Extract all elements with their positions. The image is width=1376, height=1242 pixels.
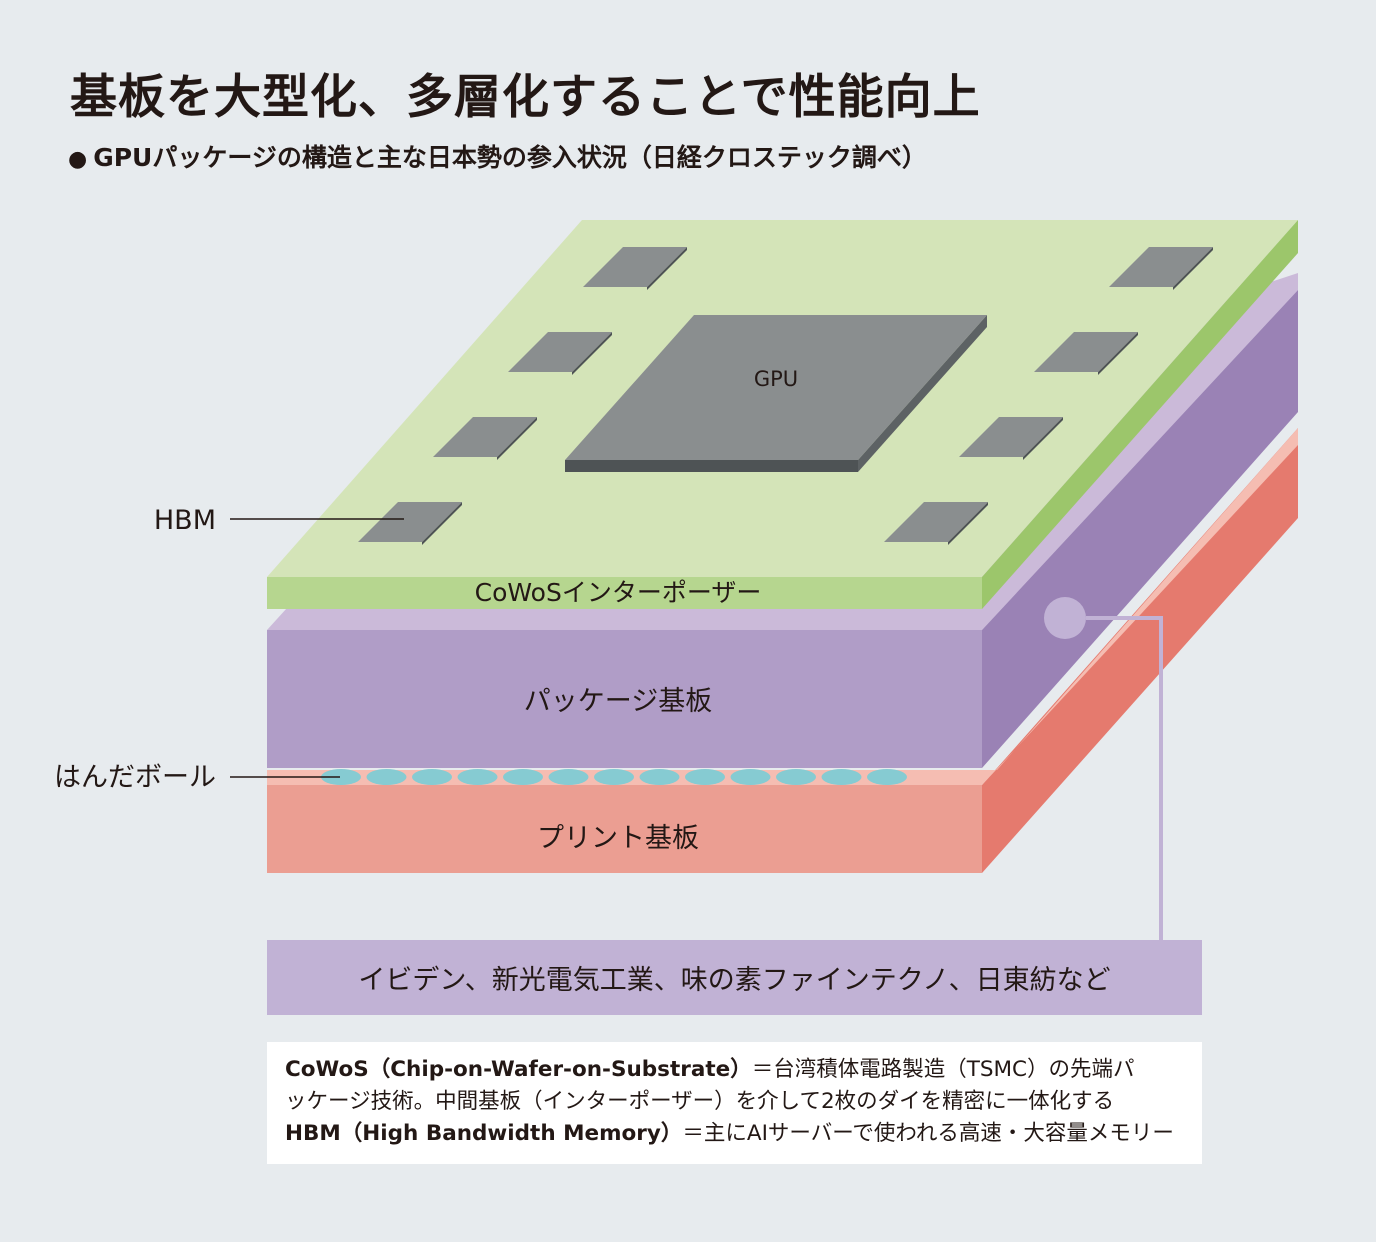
solder-balls: [321, 769, 907, 785]
solder-ball: [412, 769, 452, 785]
note-cowos-line-1: CoWoS（Chip-on-Wafer-on-Substrate）＝台湾積体電路…: [285, 1054, 1184, 1086]
note-cowos-definition-2: ッケージ技術。中間基板（インターポーザー）を介して2枚のダイを精密に一体化する: [285, 1089, 1115, 1114]
callout-dot: [1044, 597, 1086, 639]
bullet-icon: ●: [68, 147, 88, 172]
package-side: [982, 290, 1298, 768]
hbm-chip-edge: [1023, 417, 1063, 460]
solder-ball: [639, 769, 680, 785]
gpu-chip-side: [858, 315, 987, 472]
pcb-label: プリント基板: [537, 823, 699, 854]
pcb-layer: [267, 428, 1298, 873]
solder-ball: [503, 769, 543, 785]
hbm-chip: [959, 417, 1063, 457]
solder-ball: [594, 769, 634, 785]
package-label: パッケージ基板: [524, 686, 712, 717]
solder-label: はんだボール: [54, 762, 216, 793]
note-hbm-line: HBM（High Bandwidth Memory）＝主にAIサーバーで使われる…: [285, 1118, 1184, 1150]
hbm-chip-edge: [647, 247, 687, 290]
page-subtitle: ●GPUパッケージの構造と主な日本勢の参入状況（日経クロステック調べ）: [68, 138, 927, 174]
solder-ball: [548, 769, 589, 785]
solder-ball: [867, 769, 907, 785]
page-title: 基板を大型化、多層化することで性能向上: [70, 70, 981, 125]
hbm-chip-edge: [1098, 332, 1138, 375]
subtitle-text: GPUパッケージの構造と主な日本勢の参入状況（日経クロステック調べ）: [93, 143, 927, 172]
hbm-chips: [358, 247, 1213, 545]
pcb-side: [982, 428, 1298, 873]
note-cowos-term: CoWoS（Chip-on-Wafer-on-Substrate）: [285, 1057, 752, 1082]
gpu-chip-front: [565, 460, 858, 472]
hbm-chip: [1109, 247, 1213, 287]
hbm-chip: [583, 247, 687, 287]
note-hbm-term: HBM（High Bandwidth Memory）: [285, 1121, 683, 1146]
pcb-front: [267, 785, 982, 873]
hbm-chip: [508, 332, 612, 372]
hbm-chip: [884, 502, 988, 542]
hbm-chip-edge: [572, 332, 612, 375]
solder-ball: [321, 769, 361, 785]
hbm-chip: [1034, 332, 1138, 372]
interposer-label: CoWoSインターポーザー: [475, 578, 762, 607]
interposer-front: [267, 577, 982, 609]
japanese-companies-box: イビデン、新光電気工業、味の素ファインテクノ、日東紡など: [267, 940, 1202, 1015]
hbm-label: HBM: [154, 505, 216, 536]
solder-ball: [366, 769, 407, 785]
solder-ball: [730, 769, 771, 785]
package-front: [267, 630, 982, 768]
hbm-chip-edge: [1173, 247, 1213, 290]
companies-text: イビデン、新光電気工業、味の素ファインテクノ、日東紡など: [358, 965, 1111, 996]
solder-ball: [776, 769, 816, 785]
callout-line: [1086, 616, 1163, 940]
hbm-chip-edge: [422, 502, 462, 545]
interposer-side: [982, 220, 1298, 609]
hbm-chip-edge: [497, 417, 537, 460]
hbm-chip: [433, 417, 537, 457]
gpu-chip: [565, 315, 987, 472]
note-hbm-definition: ＝主にAIサーバーで使われる高速・大容量メモリー: [682, 1121, 1174, 1146]
gpu-chip-top: [565, 315, 987, 460]
solder-ball: [685, 769, 725, 785]
solder-ball: [457, 769, 498, 785]
gpu-label: GPU: [754, 367, 798, 391]
glossary-notes: CoWoS（Chip-on-Wafer-on-Substrate）＝台湾積体電路…: [267, 1042, 1202, 1164]
note-cowos-definition-1: ＝台湾積体電路製造（TSMC）の先端パ: [751, 1057, 1135, 1082]
hbm-chip-edge: [948, 502, 988, 545]
note-cowos-line-2: ッケージ技術。中間基板（インターポーザー）を介して2枚のダイを精密に一体化する: [285, 1086, 1184, 1118]
solder-ball: [821, 769, 862, 785]
hbm-chip: [358, 502, 462, 542]
